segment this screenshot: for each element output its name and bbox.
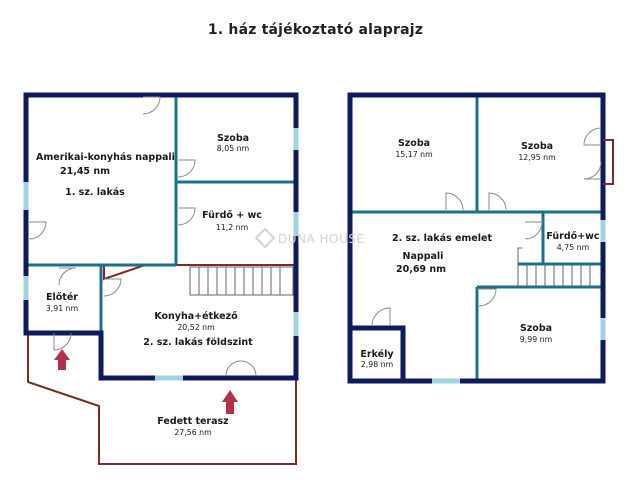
room-area-szoba3: 12,95 nm [518,153,555,162]
entrance-arrow-eloter [54,349,70,370]
ground-doors [28,96,257,377]
room-label-eloter: Előtér [46,292,78,303]
upper-balcony-door [603,139,614,185]
room-area-erkely: 2,98 nm [361,360,393,369]
terrace-outline [27,333,297,465]
ground-stairs [189,266,294,296]
watermark-text: DUNA HOUSE [278,232,364,246]
room-label-erkely: Erkély [360,349,394,360]
ground-floor-plan: Amerikai-konyhás nappali 21,45 nm 1. sz.… [23,92,299,465]
room-label-emelet: Nappali [403,251,444,262]
room-label-nappali: Amerikai-konyhás nappali [36,152,175,163]
plan-title: 1. ház tájékoztató alaprajz [207,22,424,38]
room-label-furdo2: Fürdő+wc [546,231,599,242]
room-label-szoba1: Szoba [217,133,249,144]
upper-doors [371,127,602,327]
ground-inner-walls [26,95,296,335]
room-label-szoba4: Szoba [520,323,552,334]
room-label-konyha: Konyha+étkező [154,311,238,322]
room-area-terasz: 27,56 nm [174,428,211,437]
room-label-szoba2: Szoba [398,138,430,149]
room-area-emelet: 20,69 nm [396,264,446,275]
upper-stairs [517,247,602,287]
upper-outer-walls [347,92,606,384]
room-area-szoba1: 8,05 nm [217,144,249,153]
room-area-nappali: 21,45 nm [60,166,110,177]
upper-floor-plan: DUNA HOUSE Szoba 15,17 nm Szoba 12,95 nm… [254,92,614,384]
room-label-szoba3: Szoba [521,141,553,152]
room-area-furdo2: 4,75 nm [557,243,589,252]
room-area-eloter: 3,91 nm [46,304,78,313]
room-area-furdo1: 11,2 nm [216,223,248,232]
ground-windows [23,128,299,381]
ground-outer-walls [23,92,299,381]
room-note-emelet: 2. sz. lakás emelet [392,233,492,244]
upper-windows [432,220,606,384]
room-note-konyha: 2. sz. lakás földszint [143,337,253,348]
watermark-logo: DUNA HOUSE [254,227,364,249]
room-note-nappali: 1. sz. lakás [65,187,125,198]
room-label-terasz: Fedett terasz [157,416,229,427]
stair-enclosure-outline [103,264,296,281]
room-area-konyha: 20,52 nm [177,323,214,332]
room-label-furdo1: Fürdő + wc [202,210,262,221]
entrance-arrow-terrace [222,390,238,414]
room-area-szoba4: 9,99 nm [520,335,552,344]
room-area-szoba2: 15,17 nm [395,150,432,159]
upper-inner-walls [350,95,603,381]
